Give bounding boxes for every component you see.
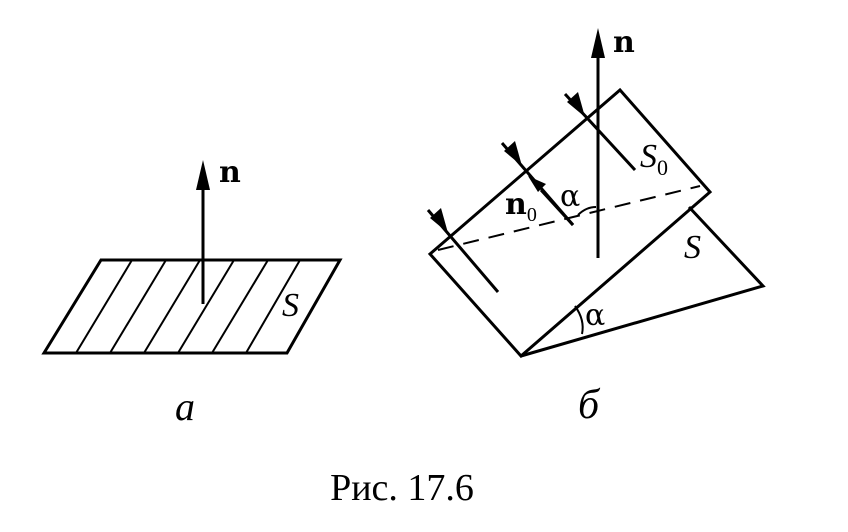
unit-normal-label: n0 xyxy=(505,187,537,226)
ray-arrow-1 xyxy=(426,208,500,293)
surface-s-outline xyxy=(520,205,766,358)
surface-hatching xyxy=(75,259,301,354)
surface-label: S xyxy=(282,287,299,324)
angle-arc-bottom xyxy=(574,305,584,335)
panel-b: n S0 n0 α S α б xyxy=(426,25,766,428)
normal-vector-arrowhead-icon xyxy=(196,160,210,190)
angle-bottom-label: α xyxy=(585,298,605,333)
dashed-section-line xyxy=(437,185,701,251)
projected-plane-subscript: 0 xyxy=(657,155,668,180)
angle-top-label: α xyxy=(560,179,580,214)
projected-plane-s0 xyxy=(427,87,713,359)
panel-label-a: a xyxy=(175,384,195,429)
angle-arc-top xyxy=(577,206,597,216)
ray-arrowhead-icon xyxy=(567,92,585,117)
unit-normal-shaft xyxy=(539,188,575,227)
projected-plane-label: S0 xyxy=(640,138,668,180)
surface-parallelogram xyxy=(41,258,343,355)
ray-arrowhead-icon xyxy=(430,208,448,233)
panel-a: n S a xyxy=(41,155,343,429)
normal-vector-b-arrowhead-icon xyxy=(591,28,605,58)
normal-vector-label: n xyxy=(219,155,241,190)
normal-vector-b-label: n xyxy=(613,25,635,60)
surface-s-label: S xyxy=(684,229,701,266)
unit-normal-subscript: 0 xyxy=(527,204,537,226)
figure-caption: Рис. 17.6 xyxy=(330,467,474,509)
ray-arrow-3 xyxy=(563,92,637,172)
unit-normal-letter: n xyxy=(505,187,527,222)
ray-arrowhead-icon xyxy=(504,141,522,166)
projected-plane-letter: S xyxy=(640,138,657,175)
unit-normal-arrowhead-icon xyxy=(528,176,546,192)
panel-label-b: б xyxy=(578,382,601,428)
